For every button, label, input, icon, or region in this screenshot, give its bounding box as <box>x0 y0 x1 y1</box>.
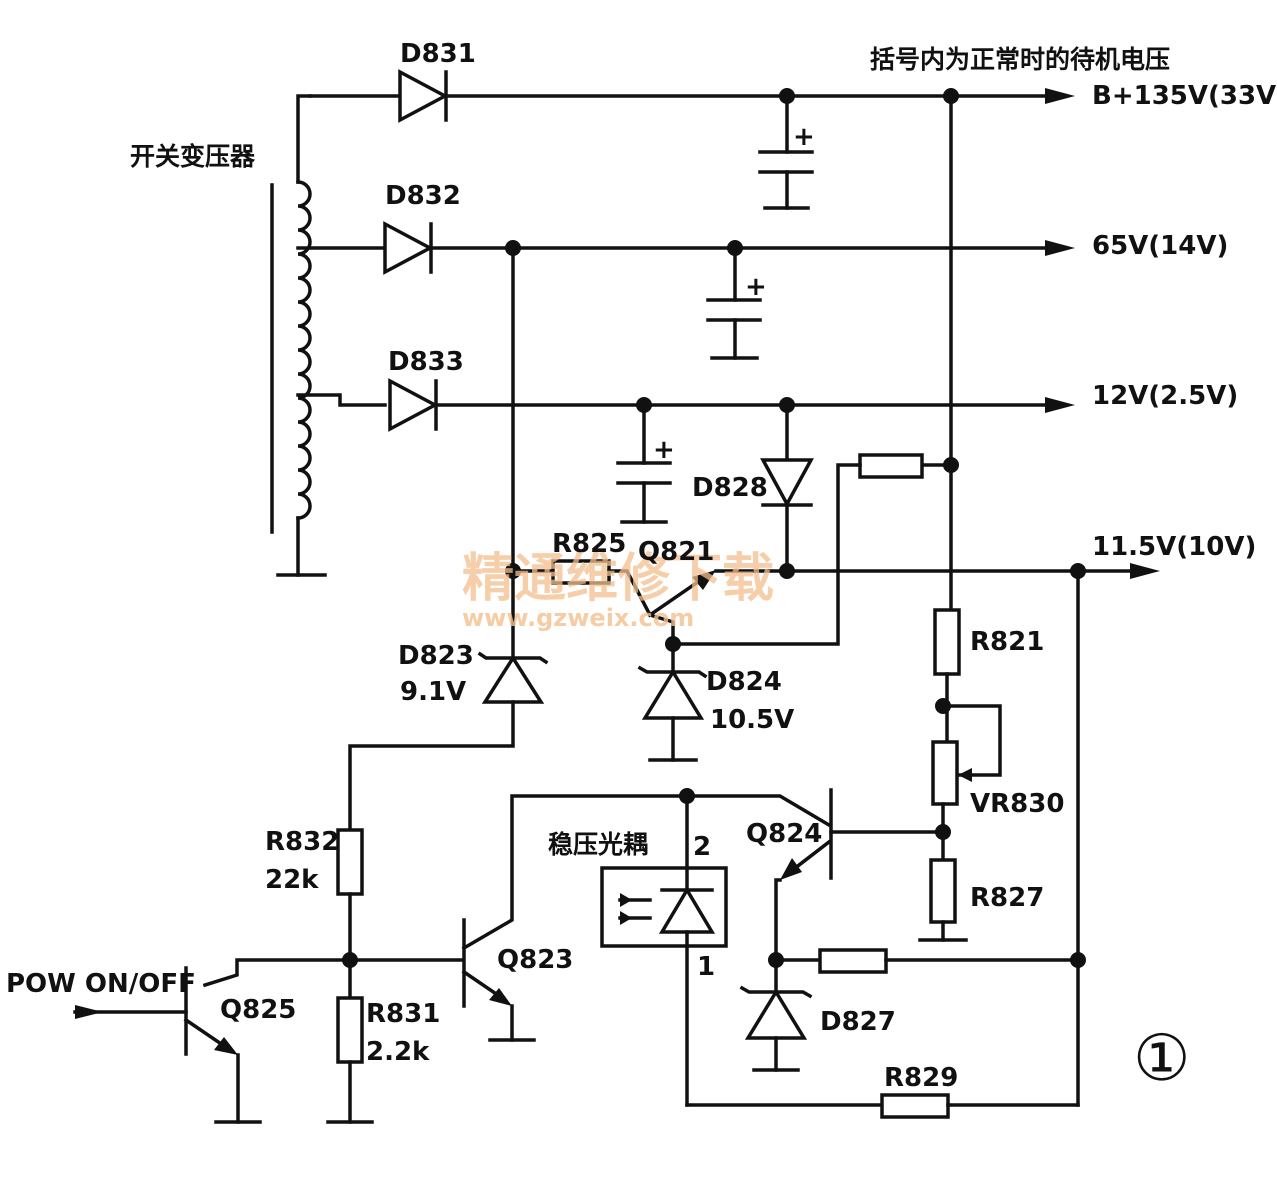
regulator-11v5 <box>505 246 1160 1107</box>
d833-label: D833 <box>388 347 464 377</box>
output-arrow-11v5 <box>1130 563 1160 579</box>
d832-diode-symbol <box>383 221 434 275</box>
svg-text:+: + <box>745 272 767 302</box>
q824-label: Q824 <box>746 819 822 849</box>
d824-value: 10.5V <box>710 705 794 735</box>
error-amplifier <box>600 788 1080 1119</box>
r821-label: R821 <box>970 627 1044 657</box>
svg-text:+: + <box>793 122 815 152</box>
r832-resistor <box>336 828 364 896</box>
r825-label: R825 <box>552 529 626 559</box>
d828-label: D828 <box>692 473 768 503</box>
watermark-cn: 精通维修下载 <box>462 549 774 609</box>
r831-resistor <box>336 996 364 1064</box>
standby-control <box>73 651 689 1124</box>
resistor-top-right <box>858 453 924 479</box>
input-label: POW ON/OFF <box>6 969 196 999</box>
r827-label: R827 <box>970 883 1044 913</box>
output-label-65v: 65V(14V) <box>1092 231 1228 261</box>
output-arrow-65v <box>1045 240 1075 256</box>
optocoupler-box <box>600 866 728 948</box>
q821-label: Q821 <box>638 537 714 567</box>
output-label-12v: 12V(2.5V) <box>1092 381 1238 411</box>
q821-emitter-arrow <box>692 570 716 590</box>
r821-resistor <box>933 608 961 676</box>
d831-diode-symbol <box>398 69 449 123</box>
vr830-potentiometer <box>931 740 959 806</box>
rail-12v: + <box>388 378 1075 573</box>
optocoupler-pin2: 2 <box>693 832 711 862</box>
rail-b-plus: + <box>308 69 1075 210</box>
output-label-b-plus: B+135V(33V) <box>1092 81 1277 111</box>
resistor-d827-bias <box>818 948 888 974</box>
d823-zener-symbol <box>481 654 545 704</box>
vr830-label: VR830 <box>970 789 1064 819</box>
note-text: 括号内为正常时的待机电压 <box>870 45 1170 74</box>
q823-label: Q823 <box>497 945 573 975</box>
r831-value: 2.2k <box>366 1037 430 1067</box>
switching-transformer <box>270 94 387 577</box>
optocoupler-label: 稳压光耦 <box>548 830 648 859</box>
r831-label: R831 <box>366 999 440 1029</box>
sampling-chain <box>671 94 1002 942</box>
d824-label: D824 <box>706 667 782 697</box>
d823-label: D823 <box>398 641 474 671</box>
figure-number: ① <box>1133 1022 1190 1096</box>
transformer-secondary-winding <box>296 180 312 520</box>
output-arrow-b-plus <box>1045 88 1075 104</box>
optocoupler-pin1: 1 <box>697 952 715 982</box>
r832-label: R832 <box>265 827 339 857</box>
d833-diode-symbol <box>388 378 439 432</box>
d827-label: D827 <box>820 1007 896 1037</box>
d828-diode-symbol <box>760 458 814 508</box>
r829-label: R829 <box>884 1063 958 1093</box>
input-arrow <box>75 1005 103 1019</box>
watermark-url: www.gzweix.com <box>462 604 694 632</box>
r827-resistor <box>929 858 957 924</box>
d824-zener-symbol <box>641 668 705 720</box>
q825-label: Q825 <box>220 995 296 1025</box>
d823-value: 9.1V <box>400 677 466 707</box>
rail-65v: + <box>383 221 1075 360</box>
svg-text:+: + <box>653 435 675 465</box>
r832-value: 22k <box>265 865 319 895</box>
d831-label: D831 <box>400 39 476 69</box>
output-arrow-12v <box>1045 397 1075 413</box>
output-label-11v5: 11.5V(10V) <box>1092 532 1256 562</box>
d827-zener-symbol <box>744 988 808 1040</box>
d832-label: D832 <box>385 181 461 211</box>
r829-resistor <box>880 1093 950 1119</box>
transformer-label: 开关变压器 <box>130 142 256 171</box>
